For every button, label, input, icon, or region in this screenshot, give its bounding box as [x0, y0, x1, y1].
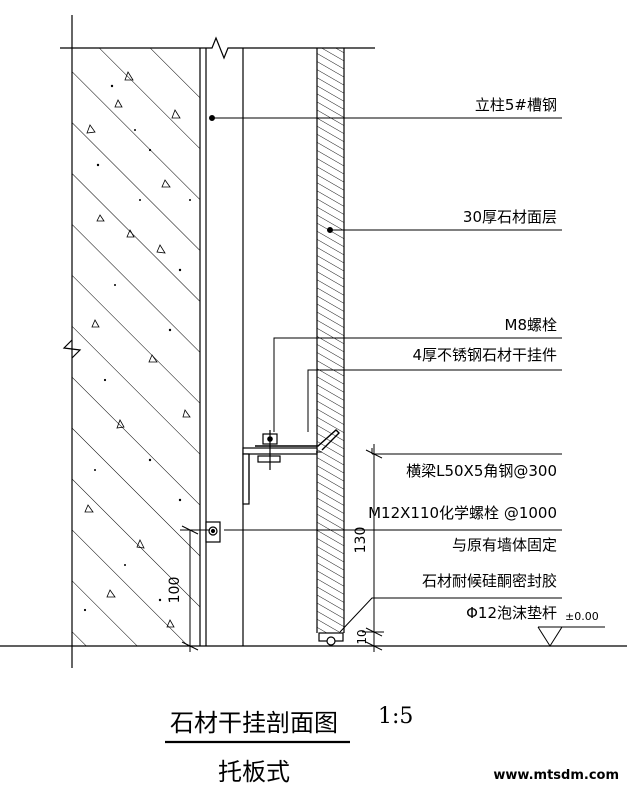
watermark: www.mtsdm.com: [493, 768, 619, 783]
stainless-hanger: [255, 429, 340, 451]
drawing-subtitle: 托板式: [218, 758, 290, 786]
dimension-130: 130: [353, 526, 369, 554]
label-hanger: 4厚不锈钢石材干挂件: [412, 346, 557, 364]
sealant-foam-rod: [318, 632, 344, 646]
label-sealant: 石材耐候硅酮密封胶: [421, 572, 557, 590]
leader-lines: [209, 115, 562, 633]
dimension-100: 100: [167, 576, 183, 604]
label-foam-rod: Φ12泡沫垫杆: [466, 604, 557, 622]
label-stone-face: 30厚石材面层: [462, 208, 557, 226]
level-mark: [537, 626, 605, 647]
label-beam: 横梁L50X5角钢@300: [406, 462, 557, 480]
drawing-scale: 1:5: [378, 704, 414, 729]
angle-beam: [242, 447, 318, 505]
top-break-line: [60, 36, 375, 60]
label-column: 立柱5#槽钢: [474, 96, 557, 114]
m8-bolt: [257, 430, 281, 470]
dimension-10: 10: [355, 629, 369, 645]
level-value: ±0.00: [565, 610, 599, 623]
label-chem-bolt: M12X110化学螺栓 @1000: [368, 504, 557, 522]
stone-facing: [316, 48, 345, 633]
chemical-bolt: [205, 521, 221, 543]
label-fix-wall: 与原有墙体固定: [451, 536, 557, 554]
dimension-lines: [180, 444, 384, 652]
label-bolt: M8螺栓: [504, 316, 558, 334]
steel-column: [205, 48, 244, 646]
concrete-wall: [71, 15, 201, 668]
wall-break-mark: [62, 339, 82, 359]
drawing-title: 石材干挂剖面图: [170, 709, 338, 737]
